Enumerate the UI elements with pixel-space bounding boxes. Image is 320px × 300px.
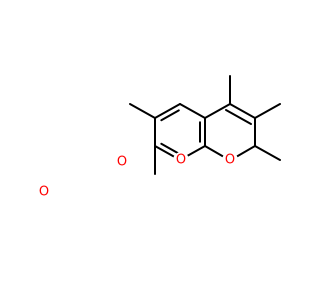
bond-pyr-d bbox=[235, 145, 256, 158]
molecule-structure-diagram: O O O O bbox=[36, 75, 281, 200]
bond-carbonyl bbox=[254, 145, 281, 161]
bond-pyr-e bbox=[204, 145, 225, 158]
bond-ring-b bbox=[179, 103, 206, 119]
ring-oxygen-label: O bbox=[176, 153, 186, 168]
ether-oxygen-label: O bbox=[117, 155, 127, 170]
atom-label-layer: O O O O bbox=[36, 152, 238, 200]
bond-ether-c bbox=[129, 103, 156, 119]
carbonyl-oxygen-atom: O bbox=[222, 152, 238, 168]
bond-ring-a bbox=[154, 103, 181, 119]
bond-pyr-a bbox=[204, 103, 231, 119]
carbonyl-oxygen-label: O bbox=[225, 153, 235, 168]
methoxy-oxygen-label: O bbox=[39, 185, 49, 200]
methoxy-oxygen-atom: O bbox=[36, 184, 52, 200]
bond-pyr-b-inner bbox=[225, 109, 252, 125]
ether-oxygen-atom: O bbox=[114, 154, 130, 170]
bond-layer bbox=[129, 75, 281, 175]
bond-ring-e-inner bbox=[160, 142, 180, 155]
bond-pyr-b bbox=[229, 103, 256, 119]
ring-oxygen-atom: O bbox=[173, 152, 189, 168]
bond-benzyl-ch2 bbox=[254, 103, 281, 119]
bond-ring-a-inner bbox=[160, 109, 180, 122]
